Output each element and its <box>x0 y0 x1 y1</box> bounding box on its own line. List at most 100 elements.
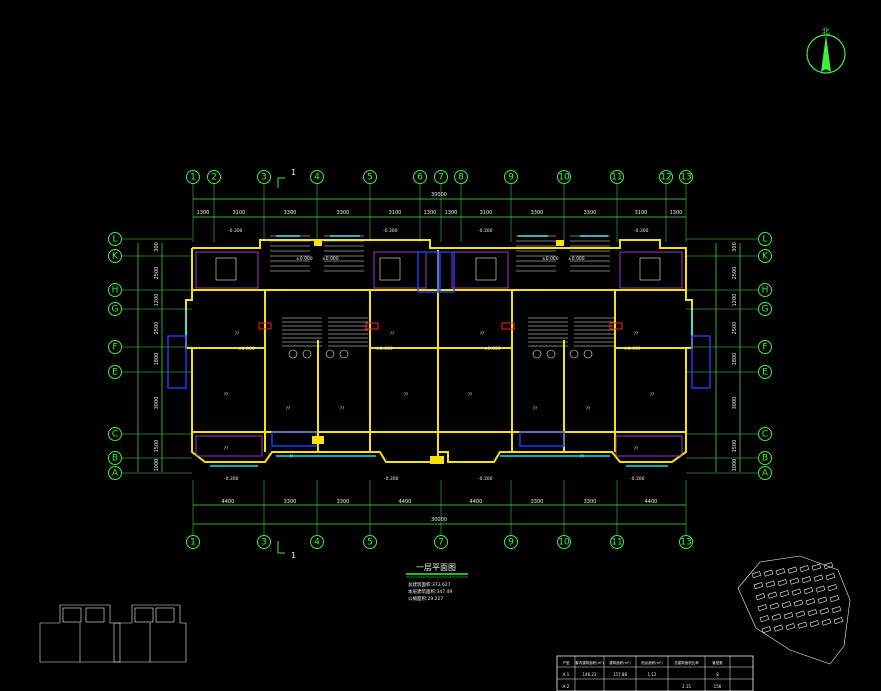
room-label: ?? <box>634 446 638 451</box>
dimension-text: 1300 <box>445 210 458 216</box>
dimension-text: 30000 <box>431 192 447 198</box>
axis-bubble-top: 3 <box>257 170 271 184</box>
area-note: 公摊面积:29.227 <box>408 595 443 602</box>
dimension-text: 3300 <box>531 210 544 216</box>
table-cell: 146.22 <box>583 672 597 677</box>
dimension-text: 300 <box>154 242 160 252</box>
axis-bubble-top: 11 <box>610 170 624 184</box>
table-header: 建筑面积(m²) <box>609 660 631 665</box>
room-label: ?? <box>404 392 408 397</box>
room-label: ?? <box>468 392 472 397</box>
room-label: ?? <box>586 406 590 411</box>
room-label: ?? <box>390 331 394 336</box>
north-arrow-icon: 北 <box>806 27 846 74</box>
elevation-mark: -0.300 <box>478 476 493 482</box>
dimension-text: 3300 <box>531 499 544 505</box>
svg-text:E: E <box>762 368 768 378</box>
axis-bubble-right: F <box>758 340 772 354</box>
axis-bubble-top: 4 <box>310 170 324 184</box>
svg-text:7: 7 <box>438 538 444 548</box>
svg-text:13: 13 <box>680 173 691 183</box>
svg-text:13: 13 <box>680 538 691 548</box>
axis-bubble-bottom: 9 <box>504 535 518 549</box>
dimension-text: 3300 <box>337 210 350 216</box>
table-cell: 1.12 <box>648 672 657 677</box>
svg-text:12: 12 <box>660 173 671 183</box>
svg-text:L: L <box>762 235 767 245</box>
svg-text:10: 10 <box>558 173 570 183</box>
axis-bubble-right: E <box>758 365 772 379</box>
room-label: ?? <box>650 392 654 397</box>
svg-text:3: 3 <box>261 538 267 548</box>
dimension-text: 4400 <box>399 499 412 505</box>
table-header: 套型数 <box>712 660 723 665</box>
elevation-mark: ±0.000 <box>238 346 255 352</box>
elevation-mark: -0.300 <box>478 228 493 234</box>
dimension-text: 3100 <box>389 210 402 216</box>
dimension-text: 2500 <box>732 322 738 335</box>
svg-text:A: A <box>112 469 119 479</box>
axis-bubble-left: C <box>108 427 122 441</box>
svg-text:11: 11 <box>611 173 622 183</box>
svg-text:11: 11 <box>611 538 622 548</box>
svg-text:C: C <box>762 430 768 440</box>
dimension-text: 3100 <box>635 210 648 216</box>
axis-leader-lines <box>122 184 758 535</box>
dimension-text: 3000 <box>732 397 738 410</box>
elevation-mark: -0.300 <box>228 228 243 234</box>
elevation-marks: -0.300 -0.300 ±0.000 ±0.000 -0.300 -0.30… <box>224 228 649 482</box>
svg-text:9: 9 <box>508 173 514 183</box>
axis-bubble-top: 12 <box>659 170 673 184</box>
dimension-text: 1000 <box>154 459 160 472</box>
svg-text:G: G <box>762 305 769 315</box>
dimension-text: 2500 <box>154 322 160 335</box>
svg-text:H: H <box>112 286 119 296</box>
axis-bubble-top: 2 <box>207 170 221 184</box>
svg-text:K: K <box>762 252 769 262</box>
dimension-text: 1500 <box>732 440 738 453</box>
svg-text:G: G <box>112 305 119 315</box>
axis-bubble-left: E <box>108 365 122 379</box>
axis-bubble-left: B <box>108 451 122 465</box>
elevation-mark: ±0.000 <box>568 256 585 262</box>
dimension-text: 30000 <box>431 517 447 523</box>
dimension-text: 1200 <box>154 294 160 307</box>
section-mark-label: 1 <box>291 168 296 177</box>
dimension-text: 2500 <box>732 267 738 280</box>
room-labels: ?? ?? ?? ?? ?? ?? ?? ?? ?? ?? ?? ?? ?? ?… <box>224 331 654 459</box>
room-label: ?? <box>533 406 537 411</box>
axis-bubble-top: 9 <box>504 170 518 184</box>
axis-bubble-right: C <box>758 427 772 441</box>
dimension-text: 3300 <box>284 210 297 216</box>
axis-bubble-bottom: 3 <box>257 535 271 549</box>
axis-bubble-bottom: 10 <box>557 535 571 549</box>
elevation-mark: -0.300 <box>383 228 398 234</box>
svg-text:F: F <box>762 343 767 353</box>
svg-text:4: 4 <box>314 538 320 548</box>
table-cell: 8 <box>716 672 719 677</box>
axis-bubble-top: 5 <box>363 170 377 184</box>
north-label: 北 <box>822 27 830 36</box>
elevation-mark: ±0.000 <box>624 346 641 352</box>
axis-bubble-left: G <box>108 302 122 316</box>
room-label: ?? <box>580 454 584 459</box>
stairs <box>270 235 614 347</box>
axis-bubble-top: 13 <box>679 170 693 184</box>
dimension-text: 1000 <box>732 459 738 472</box>
axis-bubble-left: L <box>108 232 122 246</box>
room-label: ?? <box>634 331 638 336</box>
table-cell: A-2 <box>563 684 570 689</box>
axis-bubble-top: 7 <box>434 170 448 184</box>
table-header: 阳台面积(m²) <box>641 660 663 665</box>
svg-text:8: 8 <box>458 173 464 183</box>
svg-text:B: B <box>112 454 118 464</box>
axis-bubble-right: H <box>758 283 772 297</box>
svg-text:7: 7 <box>438 173 444 183</box>
dimension-text: 1300 <box>424 210 437 216</box>
dimension-text: 1500 <box>154 440 160 453</box>
svg-text:1: 1 <box>190 538 196 548</box>
svg-text:F: F <box>112 343 117 353</box>
